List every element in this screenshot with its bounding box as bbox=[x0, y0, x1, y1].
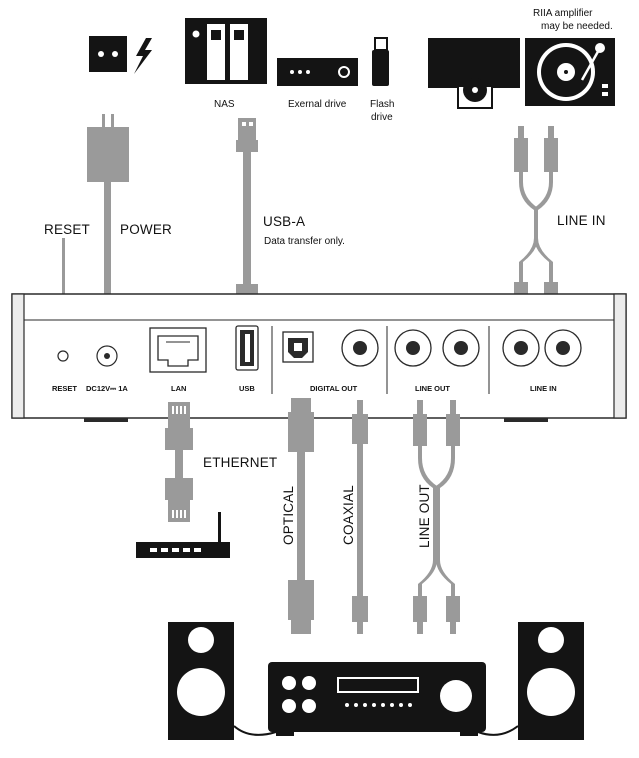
digital-out-label: DIGITAL OUT bbox=[310, 384, 358, 393]
reset-label: RESET bbox=[44, 222, 90, 237]
streamer-device bbox=[11, 293, 627, 422]
coaxial-label: COAXIAL bbox=[341, 485, 356, 545]
amp-note-line1: RIIA amplifier bbox=[533, 8, 593, 19]
reset-port-label: RESET bbox=[52, 384, 77, 393]
lan-port-label: LAN bbox=[171, 384, 186, 393]
line-in-ports bbox=[502, 329, 582, 367]
amp-note-line2: may be needed. bbox=[541, 21, 613, 32]
usb-a-label: USB-A bbox=[263, 214, 305, 229]
optical-port bbox=[282, 331, 314, 363]
line-in-port-label: LINE IN bbox=[530, 384, 557, 393]
external-drive-icon bbox=[277, 58, 358, 86]
power-outlet-icon bbox=[89, 36, 152, 74]
right-speaker-wire bbox=[477, 725, 519, 736]
coaxial-port bbox=[341, 329, 379, 367]
external-drive-label: Exernal drive bbox=[288, 99, 347, 110]
line-out-port-label: LINE OUT bbox=[415, 384, 450, 393]
dc-port bbox=[96, 345, 118, 367]
usb-note: Data transfer only. bbox=[264, 236, 345, 247]
flash-drive-label-2: drive bbox=[371, 112, 393, 123]
line-out-cable bbox=[413, 400, 460, 634]
power-cable bbox=[87, 114, 129, 338]
usb-port bbox=[235, 325, 259, 371]
power-label: POWER bbox=[120, 222, 172, 237]
nas-icon bbox=[185, 18, 267, 84]
line-out-label: LINE OUT bbox=[417, 484, 432, 548]
router-icon bbox=[136, 512, 230, 558]
cd-player-icon bbox=[428, 38, 520, 109]
reset-port bbox=[57, 350, 69, 362]
usb-port-label: USB bbox=[239, 384, 255, 393]
ethernet-cable bbox=[165, 402, 193, 522]
lan-port bbox=[149, 327, 207, 373]
left-speaker-icon bbox=[168, 622, 234, 740]
line-out-ports bbox=[394, 329, 480, 367]
line-in-label: LINE IN bbox=[557, 213, 606, 228]
optical-label: OPTICAL bbox=[281, 486, 296, 545]
usb-cable bbox=[236, 118, 258, 320]
reset-pin bbox=[62, 238, 65, 328]
optical-cable bbox=[288, 398, 314, 634]
left-speaker-wire bbox=[233, 725, 277, 736]
nas-label: NAS bbox=[214, 99, 235, 110]
ethernet-label: ETHERNET bbox=[203, 455, 277, 470]
right-speaker-icon bbox=[518, 622, 584, 740]
flash-drive-label-1: Flash bbox=[370, 99, 394, 110]
turntable-icon bbox=[525, 38, 615, 106]
flash-drive-icon bbox=[372, 37, 389, 86]
amplifier-icon bbox=[268, 662, 486, 736]
coaxial-cable bbox=[352, 400, 368, 634]
dc-port-label: DC12V⎓ 1A bbox=[86, 384, 128, 393]
